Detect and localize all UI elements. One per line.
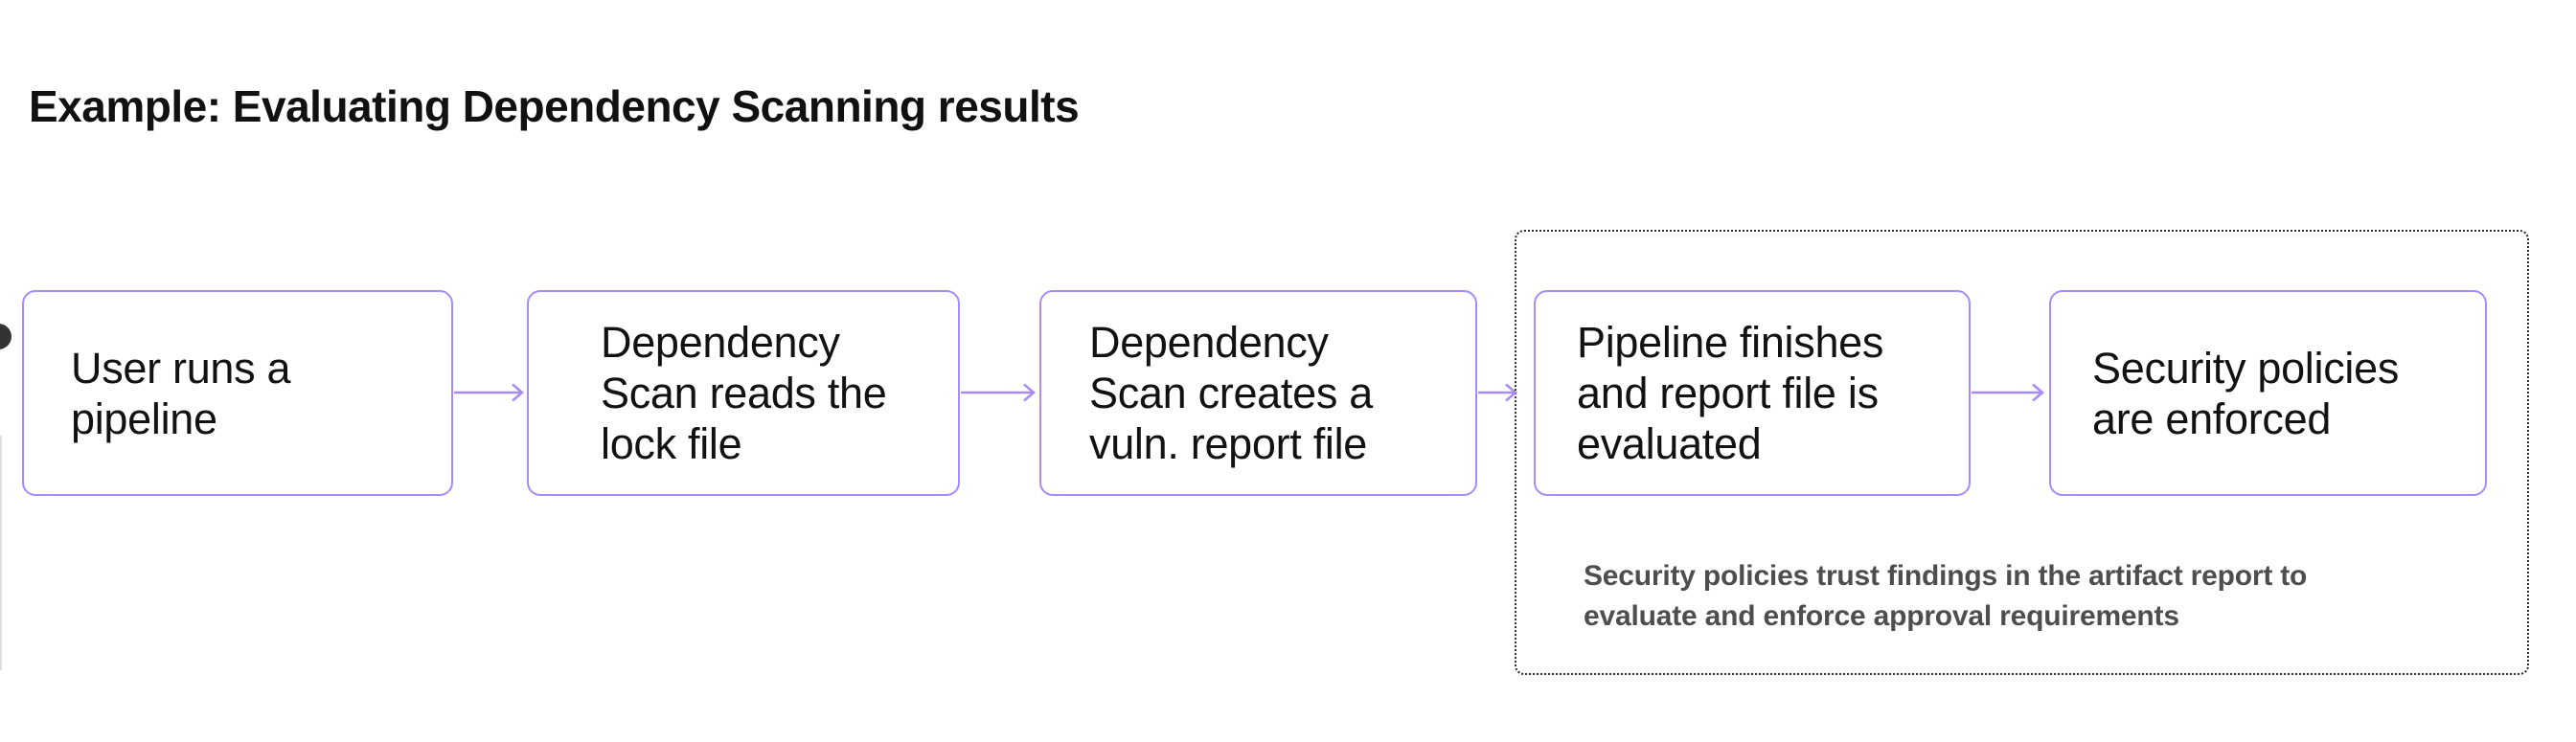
diagram-title: Example: Evaluating Dependency Scanning … xyxy=(29,81,1080,131)
flow-arrow-icon xyxy=(1972,383,2044,402)
flow-step-scan-reads-lock-file: Dependency Scan reads the lock file xyxy=(527,290,960,496)
flow-step-policies-enforced: Security policies are enforced xyxy=(2049,290,2487,496)
policy-evaluation-note: Security policies trust findings in the … xyxy=(1584,560,2308,632)
flow-arrow-icon xyxy=(454,383,524,402)
flow-arrow-icon xyxy=(1478,383,1517,402)
left-edge-line xyxy=(0,436,2,670)
left-edge-partial-circle xyxy=(0,324,11,349)
flow-step-user-runs-pipeline: User runs a pipeline xyxy=(22,290,453,496)
policy-evaluation-group-outline xyxy=(1515,230,2529,675)
flow-step-pipeline-finishes: Pipeline finishes and report file is eva… xyxy=(1534,290,1971,496)
flow-step-scan-creates-report: Dependency Scan creates a vuln. report f… xyxy=(1039,290,1477,496)
flow-arrow-icon xyxy=(961,383,1036,402)
